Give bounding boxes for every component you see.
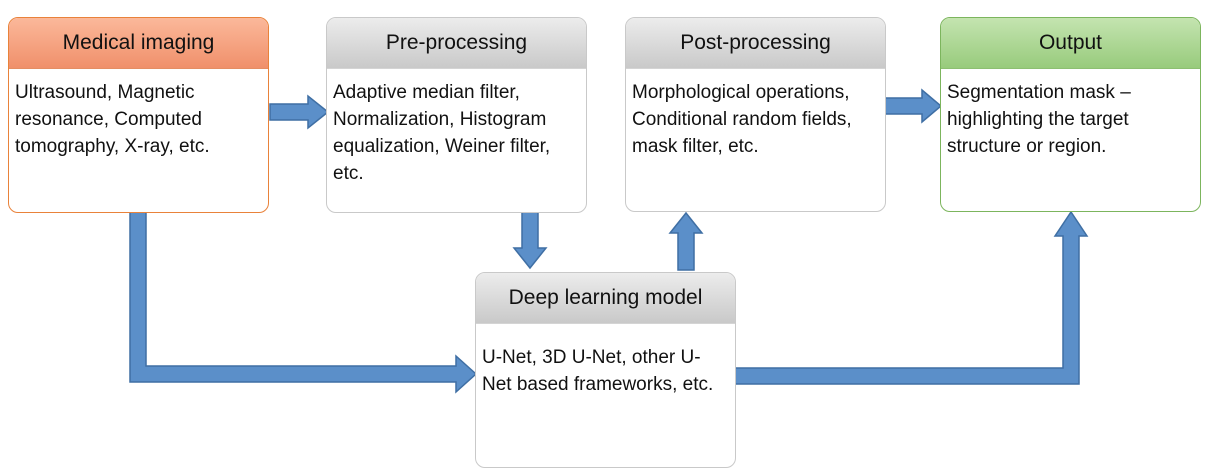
postprocessing-title: Post-processing (626, 18, 885, 69)
arrow-preprocessing-to-deep-learning (512, 211, 548, 270)
postprocessing-box: Post-processing Morphological operations… (625, 17, 886, 212)
medical-imaging-title: Medical imaging (9, 18, 268, 69)
preprocessing-box: Pre-processing Adaptive median filter, N… (326, 17, 587, 213)
medical-imaging-text: Ultrasound, Magnetic resonance, Computed… (15, 82, 210, 157)
deep-learning-title: Deep learning model (476, 273, 735, 324)
postprocessing-text: Morphological operations, Conditional ra… (632, 82, 852, 157)
output-text: Segmentation mask – highlighting the tar… (947, 82, 1131, 157)
arrow-medical-to-deep-learning (129, 211, 478, 394)
deep-learning-box: Deep learning model U-Net, 3D U-Net, oth… (475, 272, 736, 468)
arrow-deep-learning-to-postprocessing (668, 211, 704, 271)
preprocessing-text: Adaptive median filter, Normalization, H… (333, 82, 551, 184)
deep-learning-text: U-Net, 3D U-Net, other U-Net based frame… (482, 347, 714, 395)
output-title: Output (941, 18, 1200, 69)
arrow-deep-learning-to-output (734, 210, 1089, 385)
preprocessing-title: Pre-processing (327, 18, 586, 69)
arrow-postprocessing-to-output (884, 88, 943, 124)
medical-imaging-box: Medical imaging Ultrasound, Magnetic res… (8, 17, 269, 213)
output-box: Output Segmentation mask – highlighting … (940, 17, 1201, 212)
arrow-medical-to-preprocessing (269, 94, 330, 130)
